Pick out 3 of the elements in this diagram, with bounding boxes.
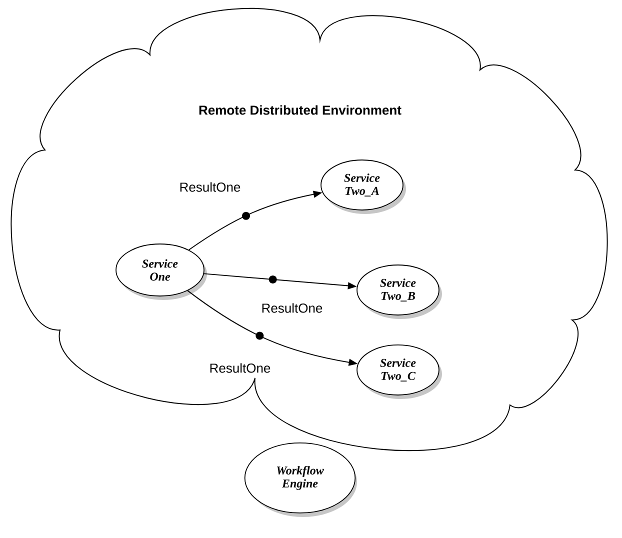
edge-label: ResultOne [178,181,242,193]
edge-label: ResultOne [208,362,272,374]
edge-label: ResultOne [260,302,324,314]
